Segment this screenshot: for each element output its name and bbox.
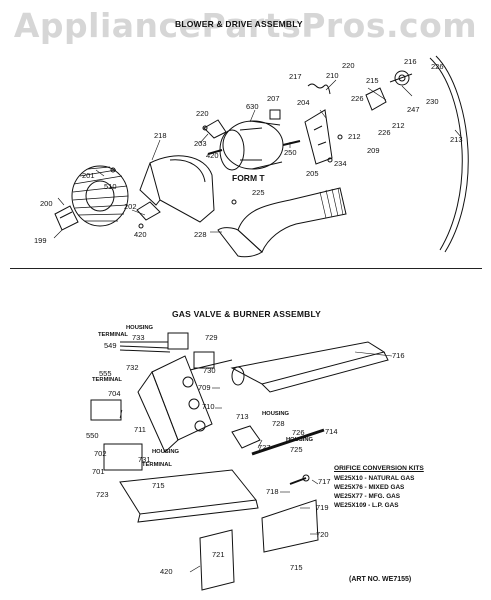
kits-heading: ORIFICE CONVERSION KITS xyxy=(334,465,424,472)
part-label-719: 719 xyxy=(316,503,329,512)
kit-row: WE25X10 - NATURAL GAS xyxy=(334,474,415,482)
terminal-label-3: TERMINAL xyxy=(142,462,172,468)
housing-label-3: HOUSING xyxy=(262,411,290,417)
part-label-212a: 212 xyxy=(348,132,361,141)
part-label-220b: 220 xyxy=(342,61,355,70)
part-label-216: 216 xyxy=(404,57,417,66)
part-label-725: 725 xyxy=(290,445,303,454)
part-label-718: 718 xyxy=(266,487,279,496)
part-label-723: 723 xyxy=(96,490,109,499)
burner-tube xyxy=(230,341,389,393)
part-label-247: 247 xyxy=(407,105,420,114)
part-label-217: 217 xyxy=(289,72,302,81)
part-label-203: 203 xyxy=(194,139,207,148)
form-label: FORM T xyxy=(232,173,265,183)
kit-row: WE25X77 - MFG. GAS xyxy=(334,493,401,501)
part-label-200: 200 xyxy=(40,199,53,208)
part-label-210: 210 xyxy=(326,71,339,80)
part-label-420: 420 xyxy=(160,567,173,576)
part-label-250: 250 xyxy=(284,148,297,157)
part-label-212b: 212 xyxy=(392,121,405,130)
part-label-213: 213 xyxy=(450,135,463,144)
part-label-702: 702 xyxy=(94,449,107,458)
part-label-207: 207 xyxy=(267,94,280,103)
part-label-549: 549 xyxy=(104,341,117,350)
part-label-420b: 420 xyxy=(206,151,219,160)
part-label-550: 550 xyxy=(86,431,99,440)
kit-row: WE25X76 - MIXED GAS xyxy=(334,483,405,491)
part-label-726: 726 xyxy=(292,428,305,437)
part-label-201: 201 xyxy=(82,171,95,180)
part-label-709: 709 xyxy=(198,383,211,392)
part-label-225: 225 xyxy=(252,188,265,197)
part-label-729: 729 xyxy=(205,333,218,342)
part-label-555: 555 xyxy=(99,369,112,378)
part-label-226b: 226 xyxy=(378,128,391,137)
part-label-720: 720 xyxy=(316,530,329,539)
part-label-714: 714 xyxy=(325,427,338,436)
part-label-710: 710 xyxy=(202,402,215,411)
part-label-220: 220 xyxy=(196,109,209,118)
section-divider xyxy=(10,268,482,269)
part-label-202: 202 xyxy=(124,202,137,211)
terminal-label-1: TERMINAL xyxy=(98,332,128,338)
housing-label-1: HOUSING xyxy=(126,325,154,331)
part-label-204: 204 xyxy=(297,98,310,107)
part-label-226c: 226 xyxy=(431,62,444,71)
part-label-199: 199 xyxy=(34,236,47,245)
part-label-715a: 715 xyxy=(152,481,165,490)
part-label-730: 730 xyxy=(203,366,216,375)
part-label-727: 727 xyxy=(258,443,271,452)
blower-wheel xyxy=(71,165,129,227)
part-label-209: 209 xyxy=(367,146,380,155)
part-label-704: 704 xyxy=(108,389,121,398)
gas-section-title: GAS VALVE & BURNER ASSEMBLY xyxy=(172,309,321,319)
part-label-226a: 226 xyxy=(351,94,364,103)
part-label-420a: 420 xyxy=(134,230,147,239)
part-label-711: 711 xyxy=(134,425,146,434)
exhaust-duct xyxy=(217,187,347,258)
orifice-conversion-kits: ORIFICE CONVERSION KITS WE25X10 - NATURA… xyxy=(334,464,424,511)
part-label-717: 717 xyxy=(318,477,331,486)
drive-motor xyxy=(207,120,301,171)
part-label-733: 733 xyxy=(132,333,145,342)
part-label-732: 732 xyxy=(126,363,139,372)
art-number: (ART NO. WE7155) xyxy=(349,576,412,583)
part-label-228: 228 xyxy=(194,230,207,239)
part-label-713: 713 xyxy=(236,412,249,421)
part-label-701: 701 xyxy=(92,467,105,476)
blower-housing xyxy=(139,155,215,223)
part-label-230: 230 xyxy=(426,97,439,106)
terminal-label-2: TERMINAL xyxy=(92,377,122,383)
part-label-728: 728 xyxy=(272,419,285,428)
housing-label-4: HOUSING xyxy=(286,437,314,443)
part-label-731: 731 xyxy=(138,455,151,464)
watermark-text: AppliancePartsPros.com xyxy=(13,6,478,45)
part-label-721: 721 xyxy=(212,550,225,559)
part-label-234: 234 xyxy=(334,159,347,168)
part-label-205: 205 xyxy=(306,169,319,178)
part-label-715b: 715 xyxy=(290,563,303,572)
housing-label-2: HOUSING xyxy=(152,449,180,455)
part-label-630: 630 xyxy=(246,102,259,111)
part-label-215: 215 xyxy=(366,76,379,85)
kit-row: WE25X109 - L.P. GAS xyxy=(334,502,399,510)
part-label-510: 510 xyxy=(104,182,117,191)
part-label-716: 716 xyxy=(392,351,405,360)
gas-valve-body xyxy=(137,355,233,453)
blower-section-title: BLOWER & DRIVE ASSEMBLY xyxy=(175,19,303,29)
part-label-218: 218 xyxy=(154,131,167,140)
